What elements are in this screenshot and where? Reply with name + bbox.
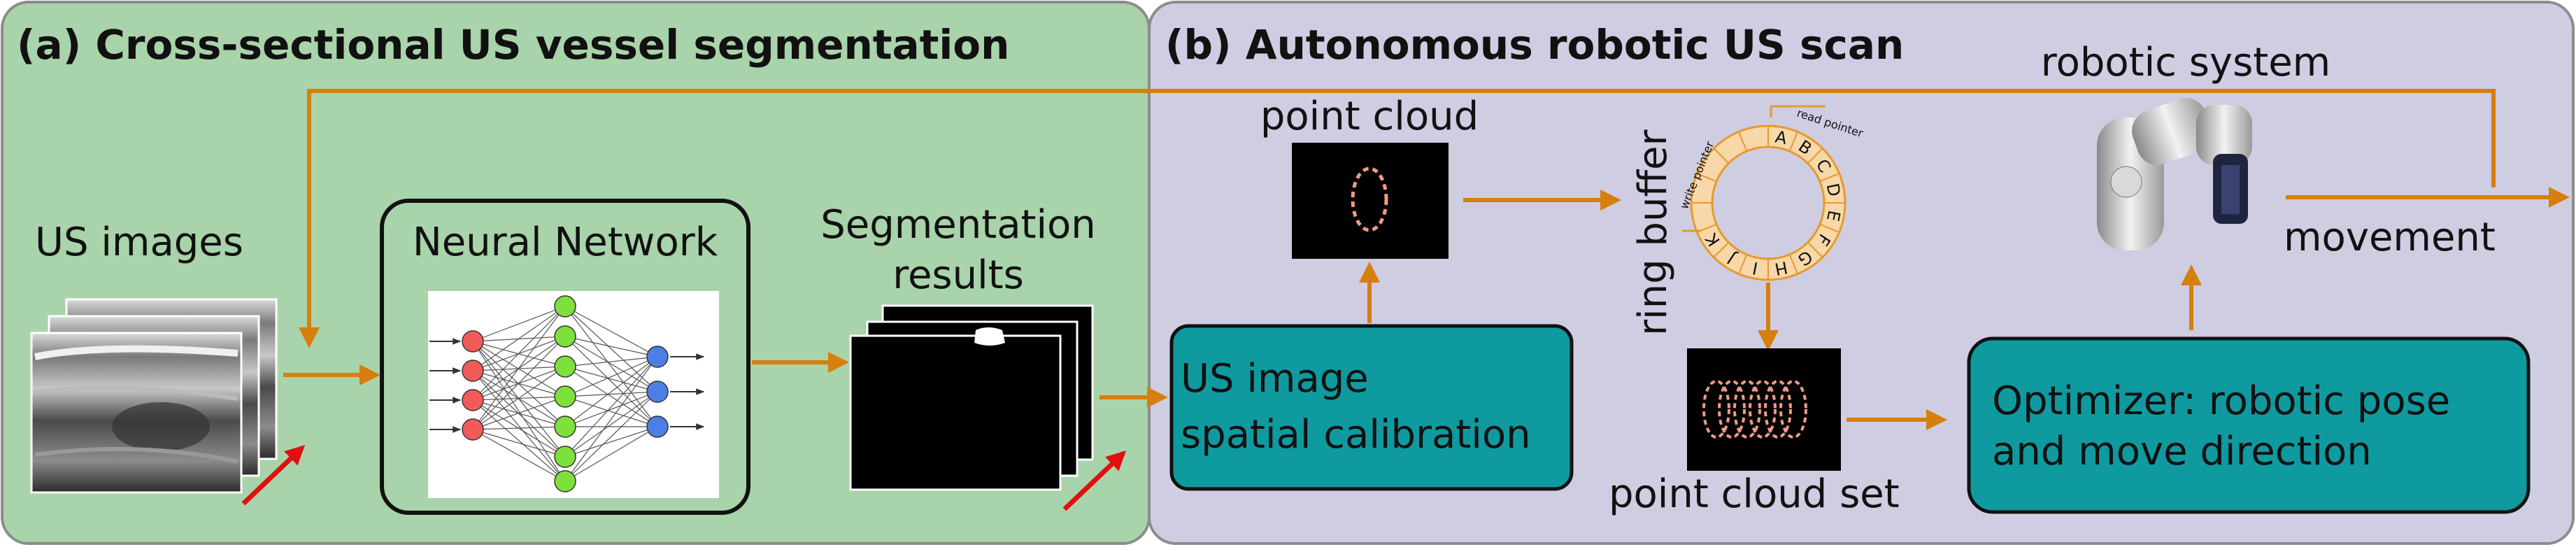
ring-divider [1819, 172, 1840, 183]
ring-cell-letter: E [1823, 208, 1844, 222]
calibration-box [1169, 324, 1574, 491]
us-image-stack [30, 298, 278, 494]
nn-edge [564, 391, 658, 457]
neural-network-box [380, 199, 750, 515]
ring-divider [1696, 172, 1717, 183]
point-cloud-contour [1351, 166, 1388, 232]
nn-neuron [462, 418, 484, 441]
movement-label: movement [2284, 215, 2496, 260]
red-arrow-seg [1062, 450, 1127, 511]
nn-neuron [554, 415, 576, 438]
nn-edge [564, 336, 658, 392]
panel-a-title: (a) Cross-sectional US vessel segmentati… [17, 21, 1009, 69]
nn-edges [429, 306, 705, 482]
nn-neuron [554, 470, 576, 492]
nn-edge [564, 356, 658, 457]
ring-divider [1807, 241, 1823, 258]
calibration-line2: spatial calibration [1181, 412, 1531, 457]
nn-neuron [554, 295, 576, 318]
ring-divider [1737, 131, 1748, 152]
ring-cell-letter: D [1823, 182, 1844, 199]
point-cloud-contour [1718, 380, 1746, 439]
nn-edge [472, 306, 566, 342]
nn-edge [564, 356, 658, 367]
nn-edge [472, 426, 566, 430]
segmentation-label-line2: results [892, 253, 1024, 298]
read-pointer-arrow [1770, 105, 1826, 118]
nn-edge [564, 336, 658, 427]
nn-edge [472, 336, 566, 430]
nn-neuron [462, 360, 484, 382]
nn-neuron [554, 355, 576, 378]
nn-edge [472, 306, 566, 401]
nn-edge [472, 396, 566, 430]
nn-edge [472, 306, 566, 371]
nn-edge [564, 391, 658, 427]
nn-edge [564, 356, 658, 427]
optimizer-line2: and move direction [1992, 429, 2372, 474]
us-images-label: US images [35, 220, 243, 265]
nn-edge [564, 306, 658, 357]
point-cloud-contour [1764, 380, 1792, 439]
nn-edge [472, 366, 566, 430]
ring-cell-letter: H [1773, 257, 1789, 279]
nn-neuron [646, 381, 669, 403]
nn-edge [564, 366, 658, 392]
neural-network-label: Neural Network [413, 220, 718, 265]
nn-neuron [554, 385, 576, 408]
ring-divider [1713, 148, 1730, 164]
point-cloud-label: point cloud [1260, 94, 1479, 139]
ring-divider [1819, 223, 1840, 234]
optimizer-box [1967, 336, 2531, 514]
optimizer-line1: Optimizer: robotic pose [1992, 378, 2450, 424]
point-cloud-contour [1702, 380, 1730, 439]
nn-neuron [462, 389, 484, 411]
red-arrow-us [241, 445, 306, 506]
nn-edge [564, 366, 658, 427]
segmentation-result-stack [849, 304, 1094, 491]
nn-nodes [462, 295, 669, 492]
nn-edge [564, 391, 658, 397]
nn-edge [564, 396, 658, 427]
robotic-system-label: robotic system [2041, 40, 2331, 85]
nn-neuron [554, 446, 576, 468]
segmentation-label-line1: Segmentation [820, 202, 1096, 248]
ring-divider [1788, 131, 1799, 152]
point-cloud-set-label: point cloud set [1609, 471, 1900, 517]
nn-neuron [462, 330, 484, 353]
robot-arm-image [2097, 98, 2252, 250]
nn-edge [472, 429, 566, 457]
ring-divider [1807, 148, 1823, 164]
nn-neuron [554, 325, 576, 348]
nn-edge [564, 391, 658, 482]
panel-b-title: (b) Autonomous robotic US scan [1165, 21, 1904, 69]
point-cloud-image [1292, 143, 1449, 259]
ring-divider [1737, 254, 1748, 275]
nn-edge [564, 336, 658, 357]
nn-edge [564, 426, 658, 482]
point-cloud-set-contours [1702, 380, 1807, 439]
nn-edge [564, 356, 658, 482]
nn-neuron [646, 415, 669, 438]
calibration-line1: US image [1181, 356, 1369, 402]
ring-buffer-label: ring buffer [1630, 129, 1676, 336]
point-cloud-set-image [1687, 348, 1841, 471]
feedback-arrow [299, 89, 2496, 348]
nn-edge [564, 356, 658, 397]
point-cloud-contour [1733, 380, 1761, 439]
point-cloud-contour [1779, 380, 1807, 439]
ring-divider [1788, 254, 1799, 275]
point-cloud-contour [1749, 380, 1777, 439]
nn-edge [472, 306, 566, 430]
nn-edge [564, 426, 658, 457]
nn-neuron [646, 346, 669, 368]
nn-edge [472, 429, 566, 482]
ring-cell-letter: A [1774, 127, 1789, 148]
ring-divider [1713, 241, 1730, 258]
